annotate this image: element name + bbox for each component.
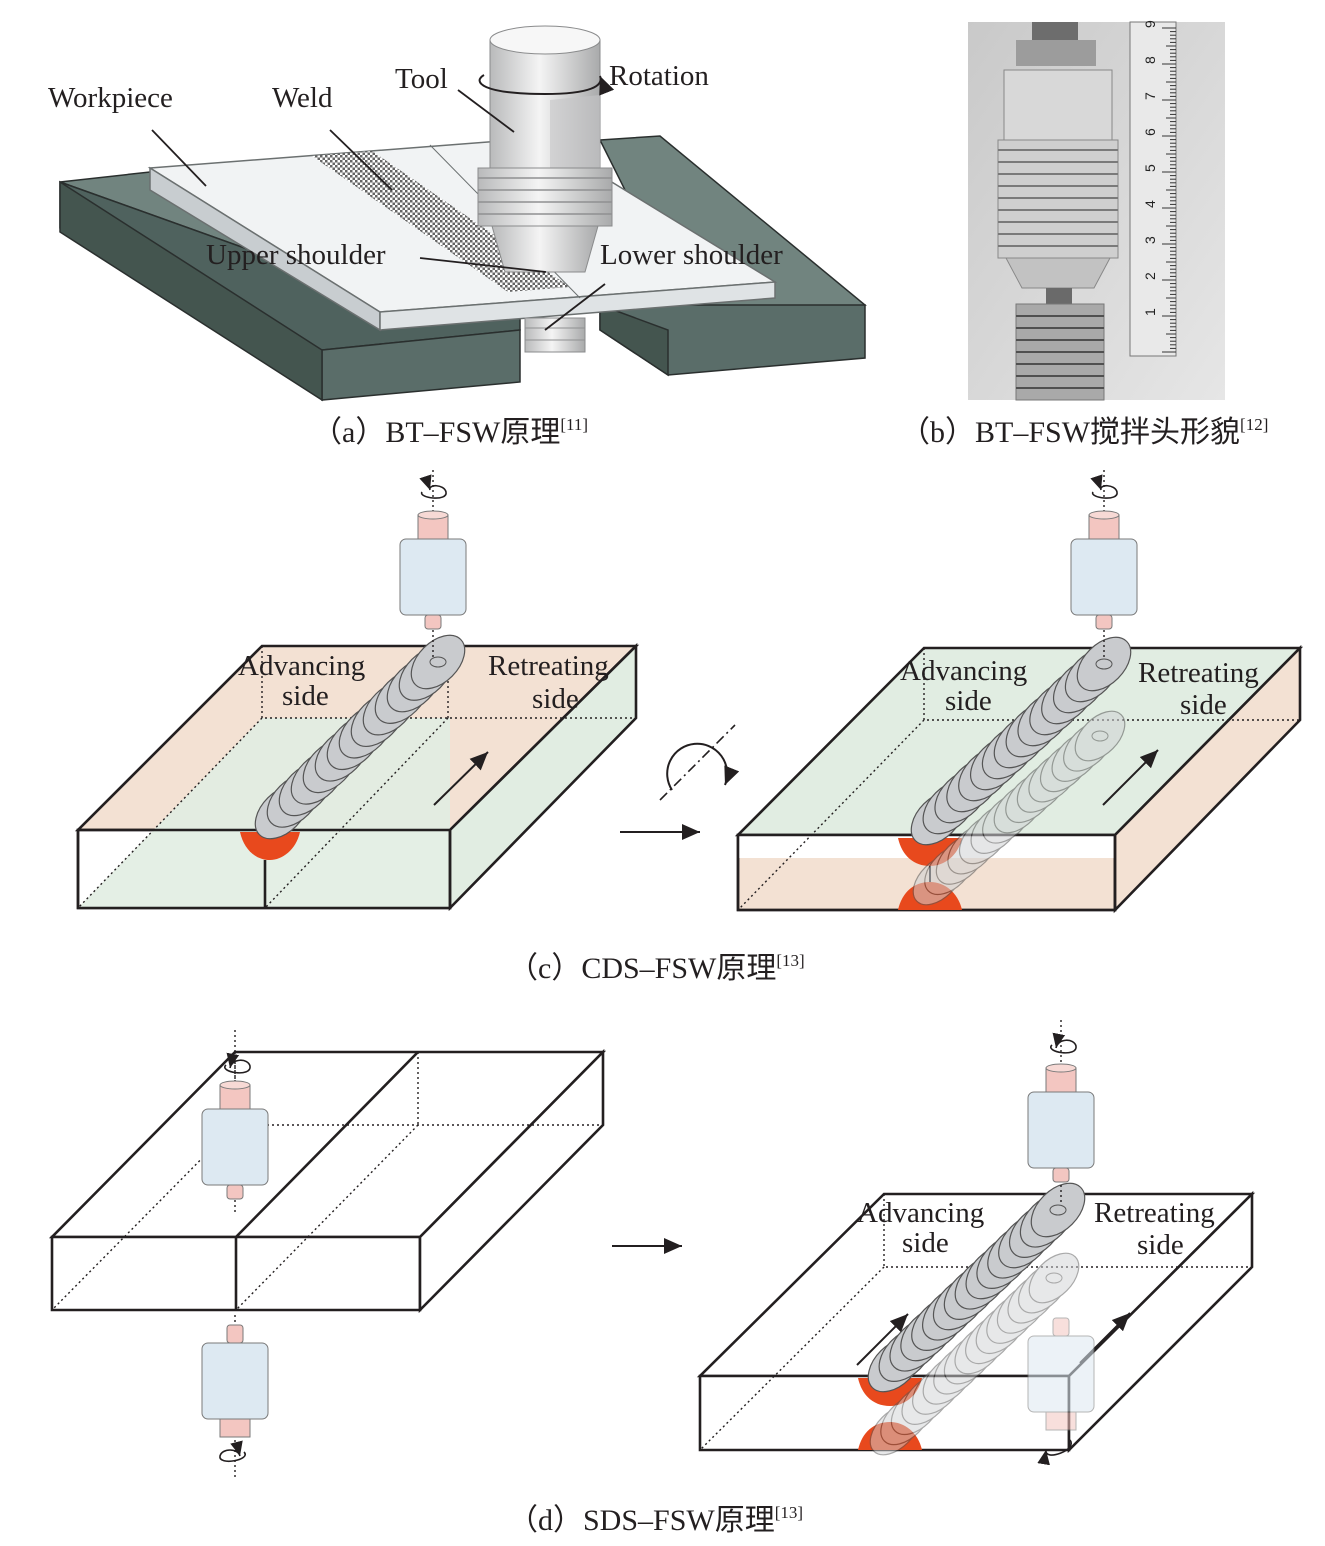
photo-ruler: 1 2 3 4 5 6 7 8 9 [1129, 20, 1177, 357]
label-d-right-ret-1: Retreating [1094, 1197, 1215, 1229]
label-c-right-ret-2: side [1180, 689, 1227, 721]
label-rotation: Rotation [609, 60, 709, 92]
label-c-left-ret-1: Retreating [488, 650, 609, 682]
ruler-number: 4 [1142, 200, 1158, 208]
panel-c-right-diagram: Advancing side Retreating side [734, 470, 1304, 914]
weld-disc [1028, 1252, 1080, 1304]
caption-c: （c）CDS–FSW原理[13] [508, 951, 805, 985]
label-d-right-adv-1: Advancing [857, 1197, 984, 1229]
label-upper-shoulder: Upper shoulder [206, 239, 386, 271]
caption-b: （b）BT–FSW搅拌头形貌[12] [900, 415, 1268, 449]
tool-pin-hole [1091, 730, 1109, 742]
backing-plate-right [598, 135, 867, 377]
weld-disc [1030, 1182, 1086, 1238]
caption-d: （d）SDS–FSW原理[13] [508, 1503, 803, 1537]
label-d-right-adv-2: side [902, 1227, 949, 1259]
caption-a: （a）BT–FSW原理[11] [312, 415, 588, 449]
tool-pin-hole [429, 656, 447, 668]
panel-b-photo: 1 2 3 4 5 6 7 8 9 [968, 20, 1225, 401]
panel-c-left-diagram: Advancing side Retreating side [74, 470, 640, 912]
tool-d-right-lower [1027, 1317, 1095, 1431]
label-c-left-adv-1: Advancing [238, 650, 365, 682]
label-c-left-ret-2: side [532, 683, 579, 715]
label-workpiece: Workpiece [48, 82, 173, 114]
label-lower-shoulder: Lower shoulder [600, 239, 783, 271]
panel-d-right-diagram: Advancing side Retreating side [696, 1020, 1256, 1466]
ruler-number: 8 [1142, 56, 1158, 64]
tool-c-right [1070, 470, 1138, 660]
panel-d-left-diagram [48, 1030, 607, 1478]
panel-a-illustration: Workpiece Weld Tool Rotation Upper shoul… [48, 25, 867, 402]
label-c-left-adv-2: side [282, 680, 329, 712]
label-c-right-ret-1: Retreating [1138, 657, 1259, 689]
ruler-number: 5 [1142, 164, 1158, 172]
tool [477, 25, 615, 353]
ruler-number: 6 [1142, 128, 1158, 136]
label-d-right-ret-2: side [1137, 1229, 1184, 1261]
label-weld: Weld [272, 82, 333, 114]
tool-d-right-upper [1027, 1020, 1095, 1205]
label-tool: Tool [395, 63, 448, 95]
tool-c-left [399, 470, 467, 660]
tool-pin-hole [1045, 1272, 1063, 1284]
weld-disc [1076, 636, 1132, 692]
weld-disc [410, 634, 466, 690]
tool-d-lower [201, 1315, 269, 1478]
label-c-right-adv-1: Advancing [900, 655, 1027, 687]
ruler-number: 3 [1142, 236, 1158, 244]
flip-rotation-symbol [659, 724, 740, 801]
ruler-number: 2 [1142, 272, 1158, 280]
tool-pin-hole [1049, 1204, 1067, 1216]
tool-pin-hole [1095, 658, 1113, 670]
weld-disc [1074, 710, 1126, 762]
ruler-number: 7 [1142, 92, 1158, 100]
photo-tool [997, 22, 1119, 401]
weld-nugget [240, 832, 300, 860]
ruler-number: 1 [1142, 308, 1158, 316]
ruler-number: 9 [1142, 20, 1158, 28]
tool-d-upper [201, 1030, 269, 1215]
label-c-right-adv-2: side [945, 685, 992, 717]
